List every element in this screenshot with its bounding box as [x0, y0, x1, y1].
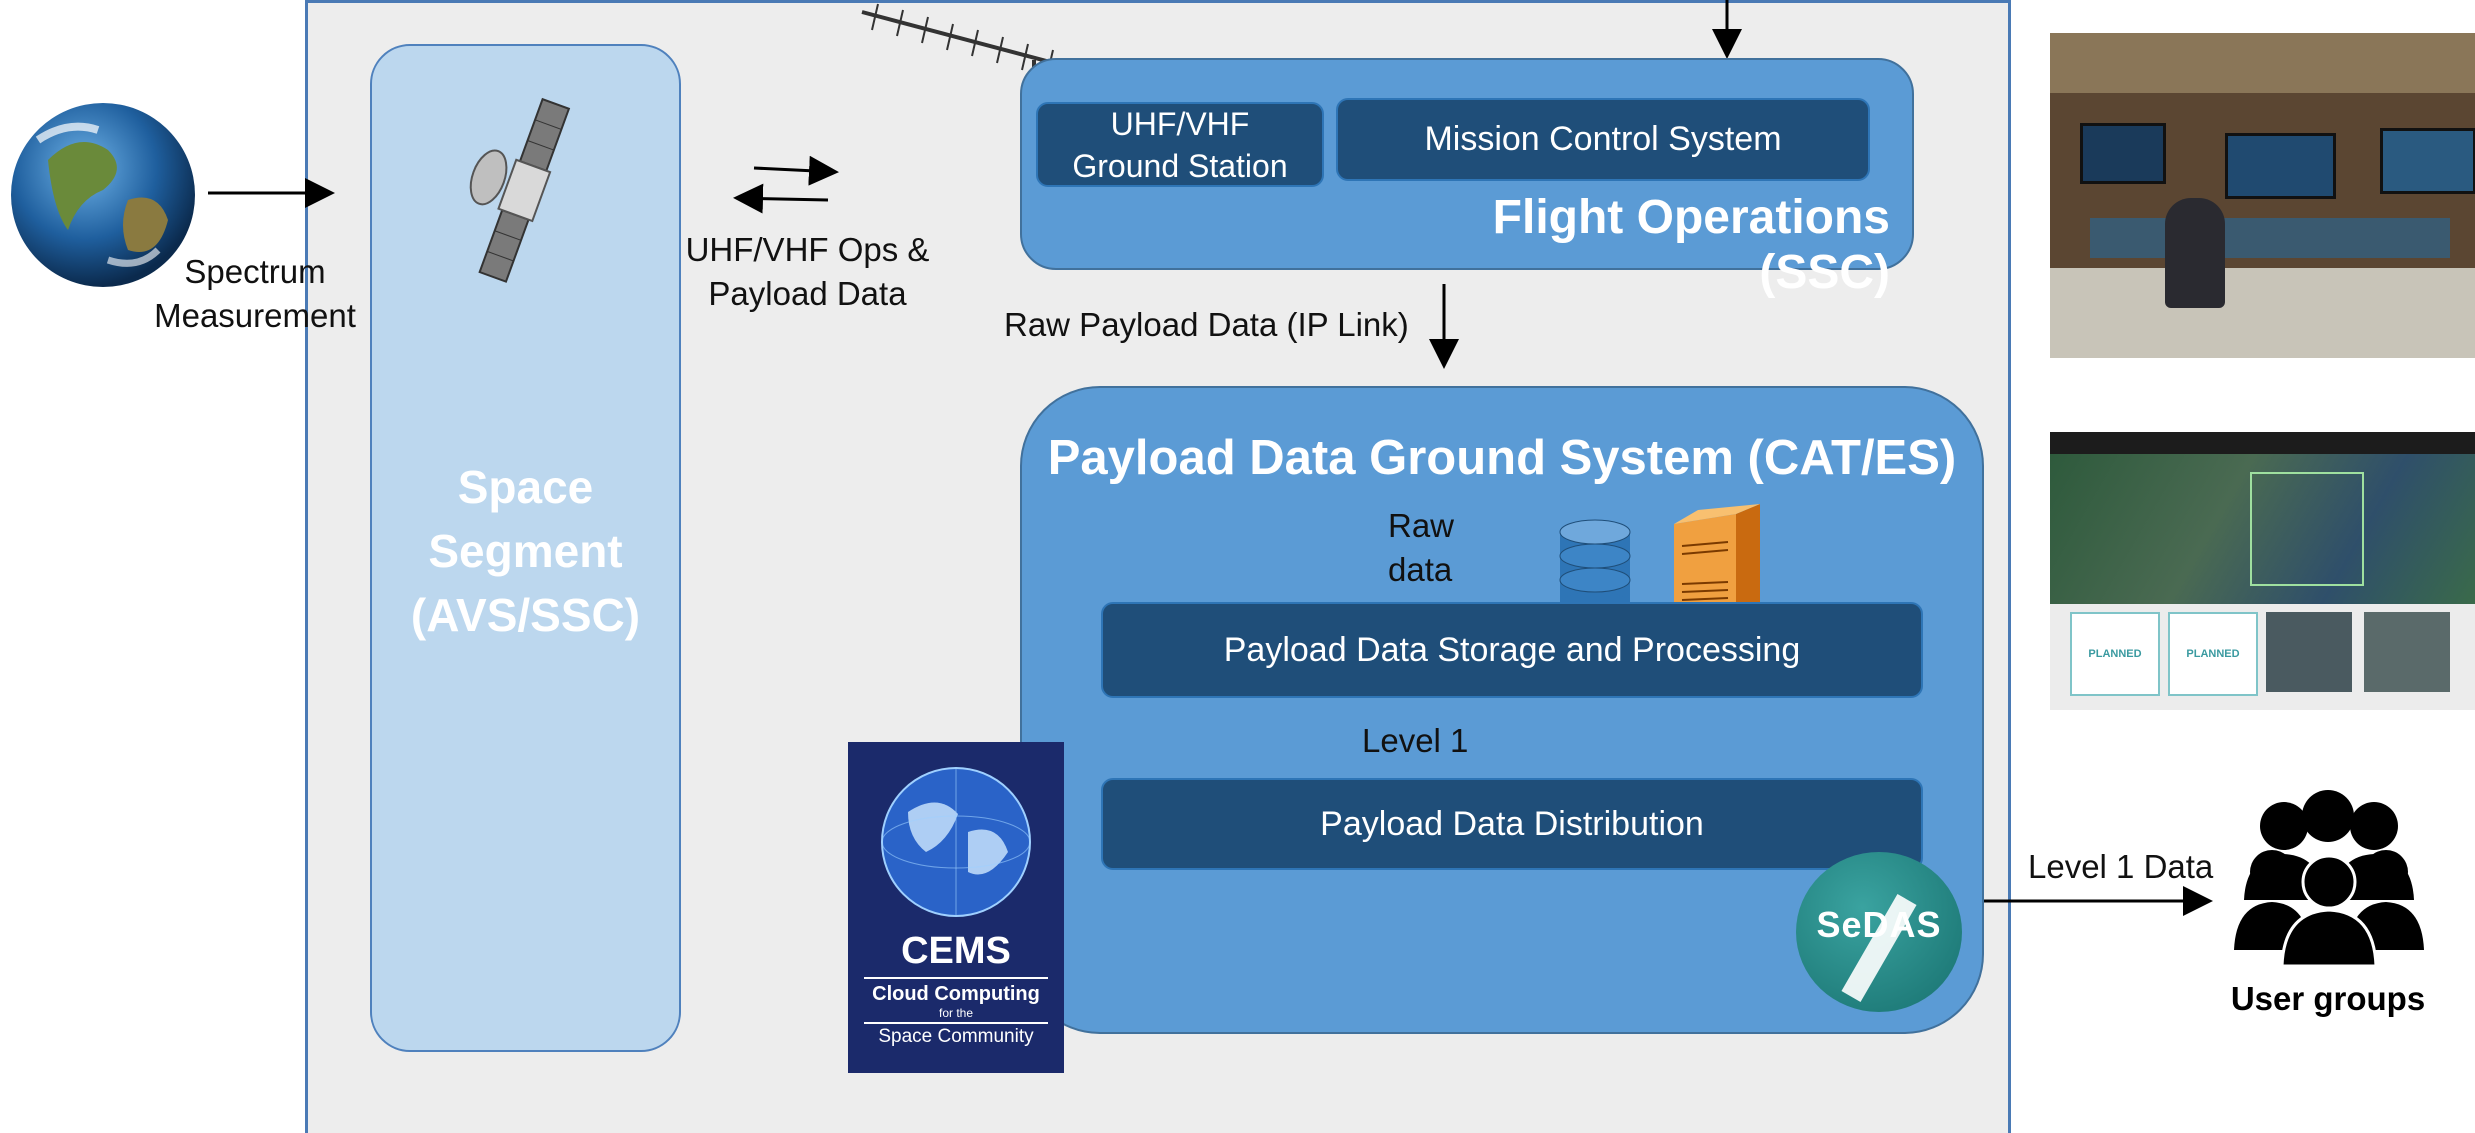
cems-globe-icon	[881, 767, 1031, 917]
web-portal-screenshot: PLANNED PLANNED	[2050, 432, 2475, 710]
cems-line-1: Cloud Computing	[864, 977, 1048, 1006]
web-toolbar	[2050, 432, 2475, 454]
spectrum-measurement-label: Spectrum Measurement	[150, 250, 360, 338]
web-tile-image-1	[2266, 612, 2352, 692]
cems-title: CEMS	[901, 930, 1011, 972]
web-map	[2050, 454, 2475, 604]
photo-operator	[2165, 198, 2225, 308]
space-segment-line-2: Segment	[428, 525, 623, 577]
photo-monitors	[2090, 218, 2450, 258]
level1-data-label: Level 1 Data	[2028, 848, 2214, 885]
payload-ground-system-title: Payload Data Ground System (CAT/ES)	[1047, 431, 1957, 485]
distribution-label: Payload Data Distribution	[1320, 804, 1704, 843]
photo-screen-1	[2080, 123, 2166, 184]
web-tile-image-2	[2364, 612, 2450, 692]
photo-screen-3	[2380, 128, 2475, 194]
space-segment-label: Space Segment (AVS/SSC)	[370, 455, 681, 647]
distribution-box: Payload Data Distribution	[1101, 778, 1923, 870]
user-groups-label: User groups	[2230, 980, 2426, 1017]
cems-logo: CEMS Cloud Computing for the Space Commu…	[848, 742, 1064, 1073]
raw-data-line-2: data	[1388, 551, 1453, 588]
mission-control-label: Mission Control System	[1424, 120, 1782, 158]
server-icon	[1674, 504, 1760, 618]
spectrum-label-line-1: Spectrum	[184, 253, 326, 290]
mission-control-box: Mission Control System	[1336, 98, 1870, 181]
sedas-logo-text: SeDAS	[1816, 904, 1942, 945]
cems-line-2: for the	[938, 1006, 974, 1020]
raw-payload-label: Raw Payload Data (IP Link)	[1004, 306, 1409, 343]
storage-processing-label: Payload Data Storage and Processing	[1223, 630, 1801, 669]
control-room-photo	[2050, 33, 2475, 358]
level1-label: Level 1	[1362, 722, 1469, 759]
storage-processing-box: Payload Data Storage and Processing	[1101, 602, 1923, 698]
ground-station-line-1: UHF/VHF	[1110, 105, 1250, 142]
ops-label-line-1: UHF/VHF Ops &	[685, 231, 930, 268]
flight-operations-title: Flight Operations (SSC)	[1492, 191, 1890, 299]
uhf-vhf-ops-label: UHF/VHF Ops & Payload Data	[680, 228, 935, 316]
photo-screen-2	[2225, 133, 2336, 199]
web-tile-planned-2: PLANNED	[2168, 612, 2258, 696]
user-groups-icon	[2234, 790, 2424, 966]
raw-data-label: Raw data	[1388, 504, 1454, 592]
cems-line-3: Space Community	[864, 1022, 1048, 1048]
earth-icon	[11, 103, 195, 287]
web-map-footprint	[2250, 472, 2364, 586]
raw-data-line-1: Raw	[1388, 507, 1455, 544]
photo-ceiling	[2050, 33, 2475, 93]
space-segment-line-3: (AVS/SSC)	[410, 589, 641, 641]
ops-label-line-2: Payload Data	[708, 275, 907, 312]
space-segment-line-1: Space	[457, 461, 594, 513]
ground-station-line-2: Ground Station	[1072, 147, 1288, 184]
web-tile-planned-1: PLANNED	[2070, 612, 2160, 696]
spectrum-label-line-2: Measurement	[154, 297, 356, 334]
photo-desk	[2050, 268, 2475, 358]
ground-station-box: UHF/VHF Ground Station	[1036, 102, 1324, 187]
sedas-logo: SeDAS	[1796, 852, 1962, 1012]
satellite-icon	[469, 97, 571, 283]
